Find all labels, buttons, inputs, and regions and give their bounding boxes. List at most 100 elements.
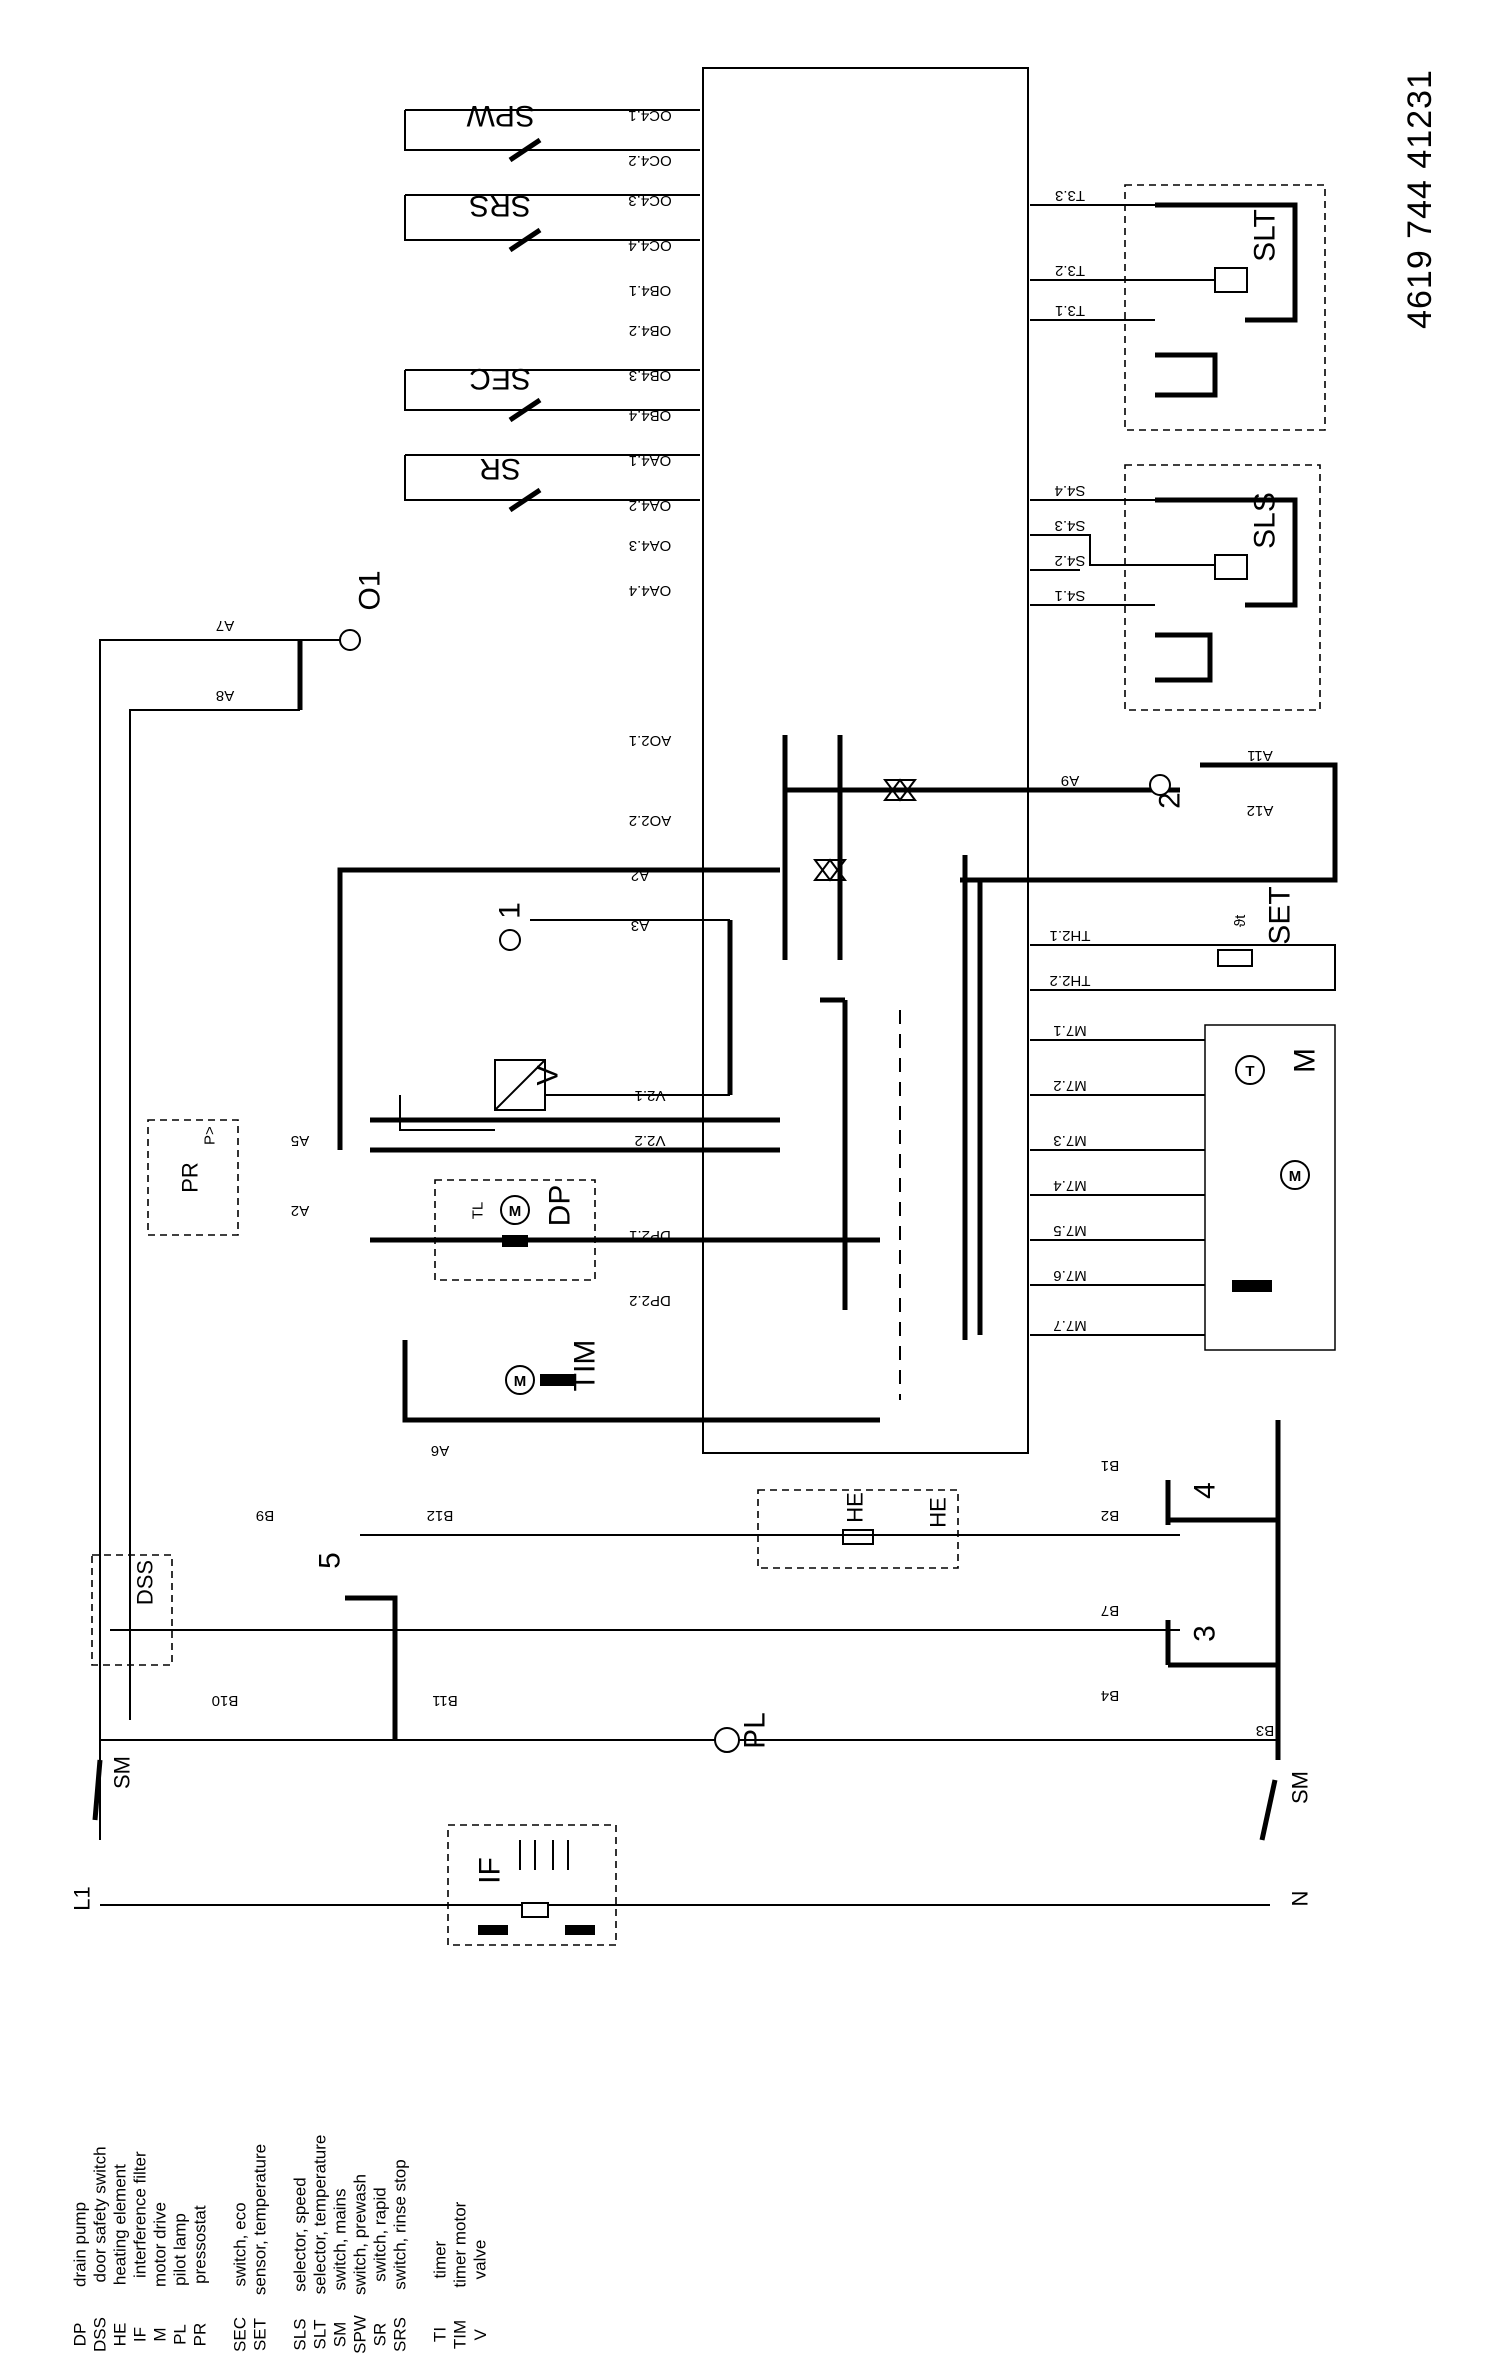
valve-label: V xyxy=(532,1065,565,1085)
legend-code-5: PL xyxy=(171,2324,190,2345)
motor-t xyxy=(1235,1055,1265,1085)
he-element xyxy=(842,1529,874,1545)
srs-label: SRS xyxy=(469,189,531,222)
legend-code-3: IF xyxy=(131,2327,150,2342)
sec-label: SEC xyxy=(469,362,531,395)
pl-lamp xyxy=(714,1727,740,1753)
slt-label: SLT xyxy=(1249,209,1282,262)
legend-code-1: DSS xyxy=(91,2317,110,2352)
pin-s43: S4.3 xyxy=(1055,517,1086,534)
legend-code-17: V xyxy=(471,2329,490,2341)
pr-box xyxy=(147,1119,239,1236)
wire-a12: A12 xyxy=(1247,802,1274,819)
wire-a8: A8 xyxy=(216,687,234,704)
tim-label: TIM xyxy=(569,1340,602,1392)
wire-b9: B9 xyxy=(256,1507,274,1524)
legend-desc-10: selector, temperature xyxy=(311,2135,330,2295)
pcb-block xyxy=(702,67,1029,1454)
top-switch-sr: SR xyxy=(404,452,700,513)
set-theta: ϑt xyxy=(1232,914,1249,927)
tim-motor xyxy=(505,1365,535,1395)
sls-box xyxy=(1124,464,1321,711)
wire-labels: A7 A8 A2 A3 A5 A2 A6 B9 B12 B10 B11 B1 B… xyxy=(212,617,1275,1739)
pin-s44: S4.4 xyxy=(1055,482,1086,499)
motor-m-label: M xyxy=(1289,1168,1302,1185)
pin-ob43: OB4.3 xyxy=(629,367,672,384)
wire-b12: B12 xyxy=(427,1507,454,1524)
slt-resistor xyxy=(1214,267,1248,293)
set-label: SET xyxy=(1264,886,1297,944)
legend-code-2: HE xyxy=(111,2323,130,2347)
legend-code-12: SPW xyxy=(351,2315,370,2354)
pin-oa41: OA4.1 xyxy=(629,452,672,469)
sm-top-label: SM xyxy=(110,1756,135,1789)
slt-box xyxy=(1124,184,1326,431)
legend-desc-9: selector, speed xyxy=(291,2177,310,2291)
wire-a2-bot: A2 xyxy=(291,1202,309,1219)
legend-desc-5: pilot lamp xyxy=(171,2213,190,2286)
pin-v22: V2.2 xyxy=(635,1132,666,1149)
wire-a2-top: A2 xyxy=(631,867,649,884)
pcb-pins-bottom: T3.3 T3.2 T3.1 S4.4 S4.3 S4.2 S4.1 A9 TH… xyxy=(1050,187,1091,1334)
dp-tl-label: TL xyxy=(470,1202,487,1220)
he-label-2: HE xyxy=(926,1497,951,1528)
pin-m74: M7.4 xyxy=(1053,1177,1086,1194)
legend-desc-4: motor drive xyxy=(151,2202,170,2287)
switch-5: 5 xyxy=(314,1552,347,1569)
top-switch-spw: SPW xyxy=(404,99,700,163)
pr-label: PR xyxy=(178,1162,203,1193)
pl-label: PL xyxy=(739,1712,772,1749)
wire-a11: A11 xyxy=(1247,747,1273,764)
pcb-pins-left: AO2.1 AO2.2 V2.1 V2.2 DP2.1 DP2.2 xyxy=(629,732,672,1309)
he-box xyxy=(757,1489,959,1569)
legend-code-14: SRS xyxy=(391,2317,410,2352)
pin-t32: T3.2 xyxy=(1055,262,1085,279)
pin-v21: V2.1 xyxy=(635,1087,666,1104)
legend-desc-2: heating element xyxy=(111,2164,130,2285)
legend-desc-11: switch, mains xyxy=(331,2188,350,2290)
pin-oc44: OC4.4 xyxy=(628,237,671,254)
pin-oc42: OC4.2 xyxy=(628,152,671,169)
legend-code-13: SR xyxy=(371,2323,390,2347)
legend-code-8: SET xyxy=(251,2318,270,2351)
pin-m71: M7.1 xyxy=(1053,1022,1086,1039)
legend-desc-16: timer motor xyxy=(451,2201,470,2287)
legend-code-16: TIM xyxy=(451,2320,470,2349)
legend-desc-13: switch, rapid xyxy=(371,2187,390,2281)
legend-code-6: PR xyxy=(191,2323,210,2347)
motor-drive-label: M xyxy=(1289,1048,1322,1073)
top-switch-srs: SRS xyxy=(404,189,700,253)
o1-label: O1 xyxy=(354,570,387,610)
legend-desc-6: pressostat xyxy=(191,2205,210,2284)
motor-m xyxy=(1280,1160,1310,1190)
wire-b2: B2 xyxy=(1101,1507,1119,1524)
sheet-number: 4619 744 41231 xyxy=(1401,69,1439,329)
pin-ob42: OB4.2 xyxy=(629,322,672,339)
pin-ao22: AO2.2 xyxy=(629,812,672,829)
pin-s41: S4.1 xyxy=(1055,587,1086,604)
spw-label: SPW xyxy=(466,99,535,132)
switch-1: 1 xyxy=(494,902,527,919)
wire-a3: A3 xyxy=(631,917,649,934)
motor-t-label: T xyxy=(1245,1063,1254,1080)
pin-oc41: OC4.1 xyxy=(628,107,671,124)
legend-desc-7: switch, eco xyxy=(231,2202,250,2286)
pin-t33: T3.3 xyxy=(1055,187,1085,204)
dss-box xyxy=(91,1554,173,1666)
pin-t31: T3.1 xyxy=(1055,302,1085,319)
pin-ao21: AO2.1 xyxy=(629,732,672,749)
legend-desc-14: switch, rinse stop xyxy=(391,2159,410,2289)
svg-text:M: M xyxy=(509,1203,522,1220)
sls-resistor xyxy=(1214,554,1248,580)
if-coil-n xyxy=(565,1925,595,1935)
n-label: N xyxy=(1288,1891,1313,1907)
switch-2: 2 xyxy=(1154,792,1187,809)
sr-label: SR xyxy=(479,452,521,485)
pin-oa44: OA4.4 xyxy=(629,582,672,599)
wire-b7: B7 xyxy=(1101,1602,1119,1619)
pin-ob44: OB4.4 xyxy=(629,407,672,424)
pr-p: P> xyxy=(202,1126,219,1145)
legend-desc-17: valve xyxy=(471,2240,490,2280)
legend-desc-3: interference filter xyxy=(131,2151,150,2278)
pin-ob41: OB4.1 xyxy=(629,282,672,299)
